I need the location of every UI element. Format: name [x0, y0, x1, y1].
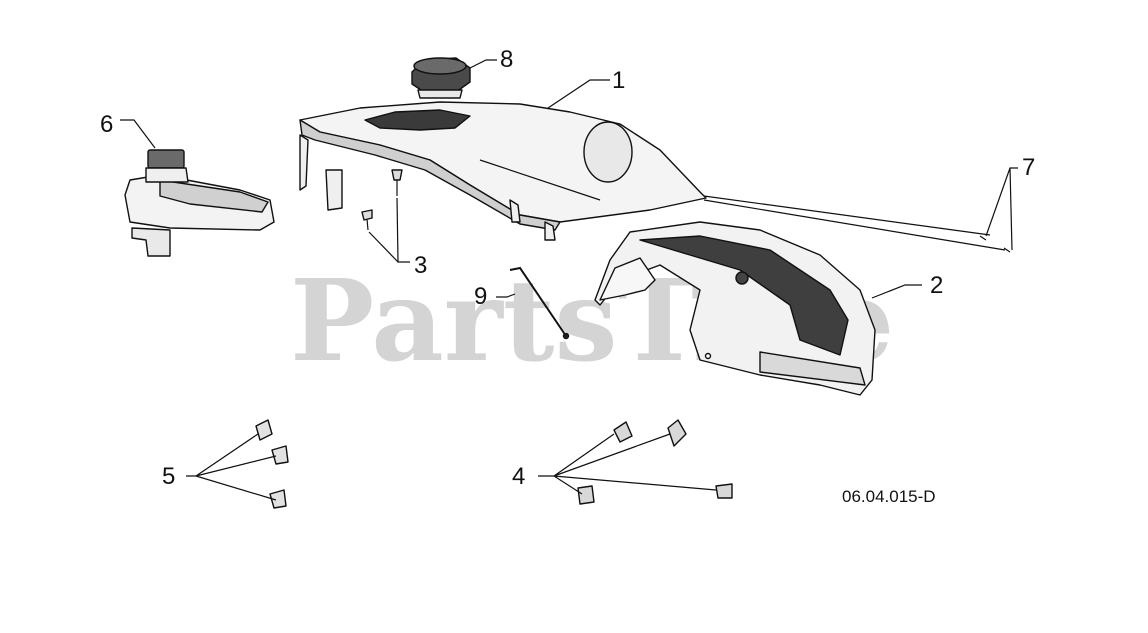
callout-5: 5 — [162, 463, 175, 490]
part-4-clips[interactable] — [577, 419, 733, 505]
diagram-code: 06.04.015-D — [842, 487, 936, 506]
callout-4: 4 — [512, 463, 525, 490]
part-8-fuel-cap[interactable] — [411, 57, 471, 99]
callout-8: 8 — [500, 46, 513, 73]
part-7-wire[interactable] — [703, 195, 1011, 253]
part-6-fuel-tank[interactable] — [124, 149, 275, 257]
leader-lines — [120, 59, 1018, 501]
callout-9: 9 — [474, 283, 487, 310]
part-3-screws[interactable] — [361, 169, 403, 231]
callout-1: 1 — [612, 67, 625, 94]
part-5-fasteners[interactable] — [255, 419, 289, 509]
callout-labels: 1 2 3 4 5 6 7 8 9 — [100, 46, 1035, 490]
part-9-rod[interactable] — [509, 266, 570, 340]
callout-2: 2 — [930, 272, 943, 299]
part-2-lower-cover[interactable] — [594, 221, 876, 396]
callout-6: 6 — [100, 111, 113, 138]
part-1-top-cover[interactable] — [299, 101, 707, 241]
callout-3: 3 — [414, 252, 427, 279]
callout-7: 7 — [1022, 154, 1035, 181]
